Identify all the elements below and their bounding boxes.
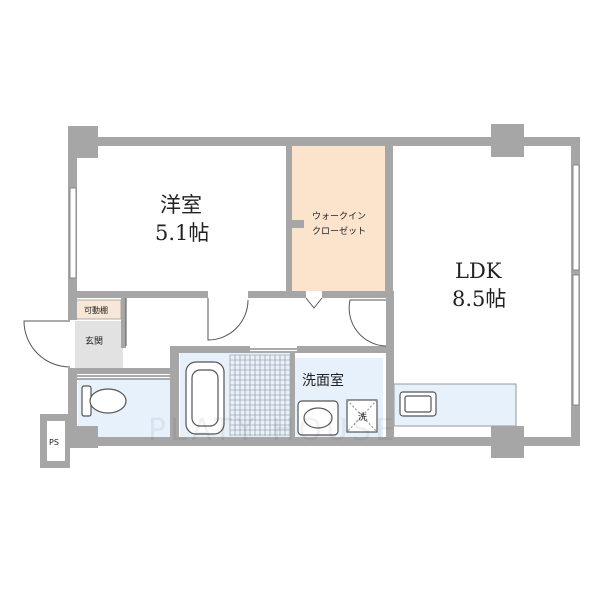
entrance-label: 玄関 <box>85 335 103 347</box>
movable-shelf-label: 可動棚 <box>84 305 108 315</box>
bath-tile-grid <box>229 354 291 436</box>
closet-label-line2: クローゼット <box>312 225 366 237</box>
walk-in-closet-area <box>292 145 385 291</box>
pipe-space-label: PS <box>49 438 59 447</box>
watermark: PLATY HOUSE <box>148 413 398 448</box>
pipe-space-box <box>47 421 65 461</box>
windows <box>69 164 580 406</box>
ldk-label: LDK <box>455 259 502 283</box>
washroom-label: 洗面室 <box>302 372 344 389</box>
closet-label-line1: ウォークイン <box>312 211 366 222</box>
western-room-label: 洋室 <box>160 193 202 217</box>
fixtures <box>81 361 437 436</box>
washer-label: 洗 <box>358 411 367 423</box>
western-room-size: 5.1帖 <box>155 221 209 245</box>
doors <box>23 297 387 380</box>
ldk-size: 8.5帖 <box>452 287 506 311</box>
entrance-area <box>75 321 123 369</box>
